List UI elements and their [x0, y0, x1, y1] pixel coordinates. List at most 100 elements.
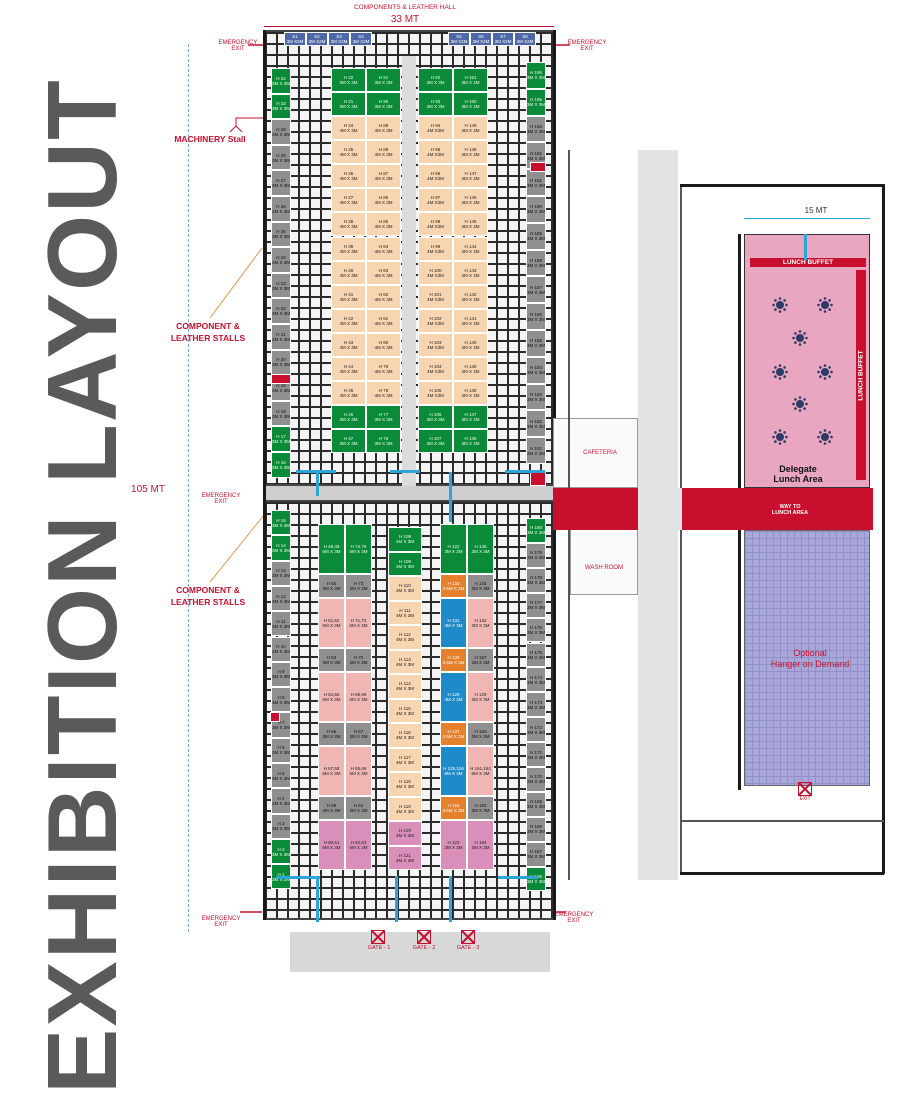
wash-room-label: WASH ROOM [584, 565, 624, 571]
upper-stall: H 146 4M X 3M [453, 188, 488, 213]
upper-stall: H 139 4M X 3M [453, 357, 488, 382]
upper-stall: H 40 4M X 3M [331, 260, 366, 285]
lunch-width-label: 15 MT [804, 206, 828, 215]
upper-stall: H 86 4M X 3M [366, 188, 401, 213]
upper-stall: H 91 3M X 3M [366, 68, 401, 92]
round-table-icon [792, 330, 808, 346]
way-to-lunch-band [553, 488, 873, 530]
component-label-upper: COMPONENT & LEATHER STALLS [170, 321, 246, 343]
emergency-exit-top-left: EMERGENCY EXIT [218, 40, 258, 52]
perimeter-stall: H 27 3M X 3M [271, 170, 291, 196]
upper-stall: H 97 4M X3M [418, 188, 453, 213]
lower-stall: H 131 4M X 3M [440, 598, 467, 648]
perimeter-stall: H 184 3M X 3M [526, 356, 546, 384]
lunch-outer-right [882, 184, 885, 874]
perimeter-stall: H 15 3M X 3M [271, 510, 291, 536]
lower-stall: H 111 4M X 3M [388, 600, 422, 625]
perimeter-stall: H 14 3M X 3M [271, 535, 291, 561]
utility-line-2 [316, 470, 319, 496]
fire-point-left-lower [270, 712, 280, 722]
lower-outer-bottom2 [680, 872, 884, 875]
lower-stall: H 60,61 6M X 3M [318, 820, 345, 870]
emergency-exit-top-right: EMERGENCY EXIT [567, 40, 607, 52]
upper-stall: H 104 4M X3M [418, 357, 453, 382]
upper-stall: H 105 4M X3M [418, 381, 453, 406]
gate-1-label: GATE - 1 [367, 945, 391, 951]
perimeter-stall: H 34 3M X 3M [271, 68, 291, 94]
top-row-stall: S1 3M X2M [284, 32, 306, 46]
lunch-buffet-side-label: LUNCH BUFFET [857, 350, 865, 401]
lunch-left-wall [738, 234, 741, 488]
lower-stall: H 135 3M X 3M [467, 524, 494, 574]
optional-hanger-label: Optional Hanger on Demand [770, 648, 850, 669]
lower-stall: H 160 3M X 3M [467, 722, 494, 746]
round-table-icon [817, 364, 833, 380]
perimeter-stall: H 189 3M X 3M [526, 222, 546, 250]
upper-stall: H 144 4M X 3M [453, 236, 488, 261]
perimeter-stall: H 20 3M X 3M [271, 349, 291, 376]
utility-line-10 [498, 876, 538, 879]
upper-stall: H 142 4M X 3M [453, 284, 488, 309]
lower-stall: H 117 4M X 3M [388, 747, 422, 772]
delegate-lunch-label: Delegate Lunch Area [773, 464, 823, 484]
upper-stall: H 149 4M X 3M [453, 116, 488, 141]
upper-stall: H 90 3M X 3M [366, 92, 401, 116]
perimeter-stall: H 191 3M X 3M [526, 169, 546, 196]
upper-stall: H 83 4M X 3M [366, 260, 401, 285]
length-label: 105 MT [131, 484, 165, 495]
upper-stall: H 95 4M X3M [418, 140, 453, 165]
lower-stall: H 129 3M X 3M [467, 672, 494, 722]
top-row-stall: S6 3M X2M [470, 32, 492, 46]
gate-3-icon [461, 930, 475, 944]
perimeter-stall: H 180 3M X 3M [526, 518, 546, 543]
upper-stall: H 44 4M X 3M [331, 357, 366, 382]
perimeter-stall: H 168 3M X 3M [526, 816, 546, 842]
lower-stall: H 54,55 6M X 3M [318, 672, 345, 722]
perimeter-stall: H 196 3M X 3M [526, 62, 546, 89]
lower-stall: H 110 4M X 3M [388, 576, 422, 601]
lower-stall: H 68,69 6M X 3M [345, 672, 372, 722]
lunch-buffet-top-label: LUNCH BUFFET [782, 259, 834, 266]
upper-stall: H 37 4M X 3M [331, 188, 366, 213]
lower-stall: H 123 3M X 3M [440, 820, 467, 870]
lower-stall: H 132 3M X 3M [467, 598, 494, 648]
upper-stall: H 150 3M X 3M [453, 92, 488, 116]
hanger-exit-label: EXIT [799, 796, 811, 802]
lower-stall: H 57,58 6M X 3M [318, 746, 345, 796]
perimeter-stall: H 18 3M X 3M [271, 400, 291, 427]
lower-stall: H 164 3M X 3M [467, 820, 494, 870]
lower-stall: H 134 3M X 3M [467, 574, 494, 598]
upper-stall: H 107 3M X 3M [418, 429, 453, 454]
upper-stall: H 43 4M X 3M [331, 332, 366, 357]
width-dimension-line [264, 26, 554, 27]
upper-stall: H 148 4M X 3M [453, 140, 488, 165]
perimeter-stall: H 26 3M X 3M [271, 196, 291, 222]
lower-stall: H 127 3.5M X 3M [440, 722, 467, 746]
perimeter-stall: H 190 3M X 3M [526, 196, 546, 223]
upper-stall: H 145 4M X 3M [453, 212, 488, 237]
lunch-buffet-side-bar [856, 270, 866, 480]
perimeter-stall: H 193 3M X 3M [526, 115, 546, 143]
upper-stall: H 78 4M X 3M [366, 381, 401, 406]
upper-stall: H 85 4M X 3M [366, 212, 401, 237]
hanger-exit-icon [798, 782, 812, 796]
upper-stall: H 106 3M X 3M [418, 405, 453, 430]
fire-point-right-top [530, 162, 546, 172]
round-table-icon [792, 396, 808, 412]
perimeter-stall: H 175 3M X 3M [526, 642, 546, 668]
cafeteria-label: CAFETERIA [583, 450, 617, 456]
perimeter-stall: H 28 3M X 3M [271, 144, 291, 171]
lower-stall: H 74,75 6M X 3M [345, 524, 372, 574]
upper-stall: H 47 3M X 3M [331, 429, 366, 454]
machinery-label: MACHINERY Stall [174, 134, 246, 144]
lower-stall: H 51,52 6M X 3M [318, 598, 345, 648]
hall-width-label: 33 MT [390, 14, 420, 25]
perimeter-stall: H 185 3M X 3M [526, 330, 546, 357]
perimeter-stall: H 12 3M X 3M [271, 585, 291, 612]
lunch-left-wall-lower [738, 530, 741, 790]
lower-stall: H 56 3M X 3M [318, 722, 345, 746]
lower-stall: H 115 4M X 3M [388, 698, 422, 723]
perimeter-stall: H 4 3M X 3M [271, 788, 291, 814]
perimeter-stall: H 23 3M X 3M [271, 272, 291, 299]
upper-stall: H 82 4M X 3M [366, 284, 401, 309]
